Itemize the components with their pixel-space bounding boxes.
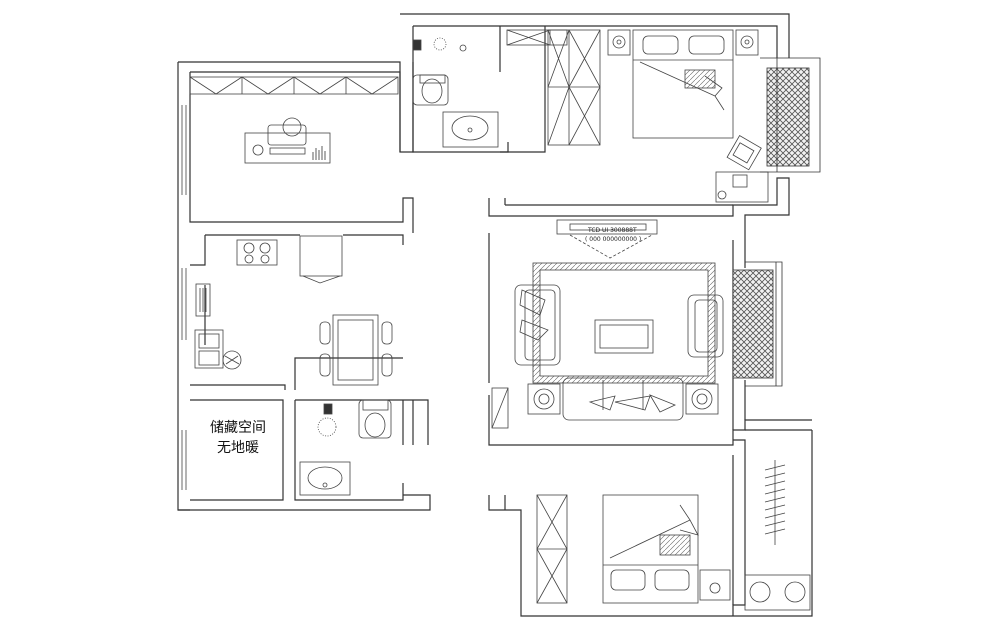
wall-study-left <box>177 62 190 511</box>
wall-bath2 <box>295 399 429 445</box>
tv-unit <box>556 219 658 259</box>
storage-name-line1: 储藏空间 <box>210 420 266 436</box>
study-window <box>181 105 187 490</box>
kitchen-fixtures <box>194 235 343 370</box>
balcony-top <box>760 57 821 173</box>
study-cabinets <box>189 76 399 95</box>
master-chair <box>715 135 769 203</box>
wall-study-inner <box>189 71 414 233</box>
storage-name-line2: 无地暖 <box>217 440 259 456</box>
lower-bed <box>602 494 731 604</box>
wall-bedroom-inner <box>504 198 733 206</box>
master-bed <box>607 29 759 139</box>
wall-kitchen <box>190 234 404 266</box>
wall-study-outer <box>178 61 414 153</box>
closet-hangers <box>744 460 811 611</box>
wall-top-bedroom <box>500 25 790 153</box>
wall-bath1 <box>400 13 790 153</box>
wall-dining <box>190 285 403 390</box>
study-desk <box>244 117 331 164</box>
balcony-middle <box>732 261 783 387</box>
wall-lower-inner <box>732 429 812 605</box>
master-wardrobe <box>506 29 601 146</box>
storage-room-label: 储藏空间 无地暖 <box>195 418 281 458</box>
dining-table <box>319 314 393 386</box>
living-furniture <box>491 262 724 429</box>
bath2-fixtures <box>299 399 392 496</box>
tv-model-label: TCD UI 300888T <box>588 227 637 234</box>
bath1-fixtures <box>412 37 499 148</box>
lower-wardrobe <box>536 494 568 604</box>
wall-storage <box>178 399 431 511</box>
tv-model-sublabel: ( 000 000000000 ) <box>585 236 642 243</box>
wall-lower-bedroom <box>488 430 813 617</box>
walls <box>177 13 813 617</box>
wall-bedroom-lower <box>488 177 790 240</box>
